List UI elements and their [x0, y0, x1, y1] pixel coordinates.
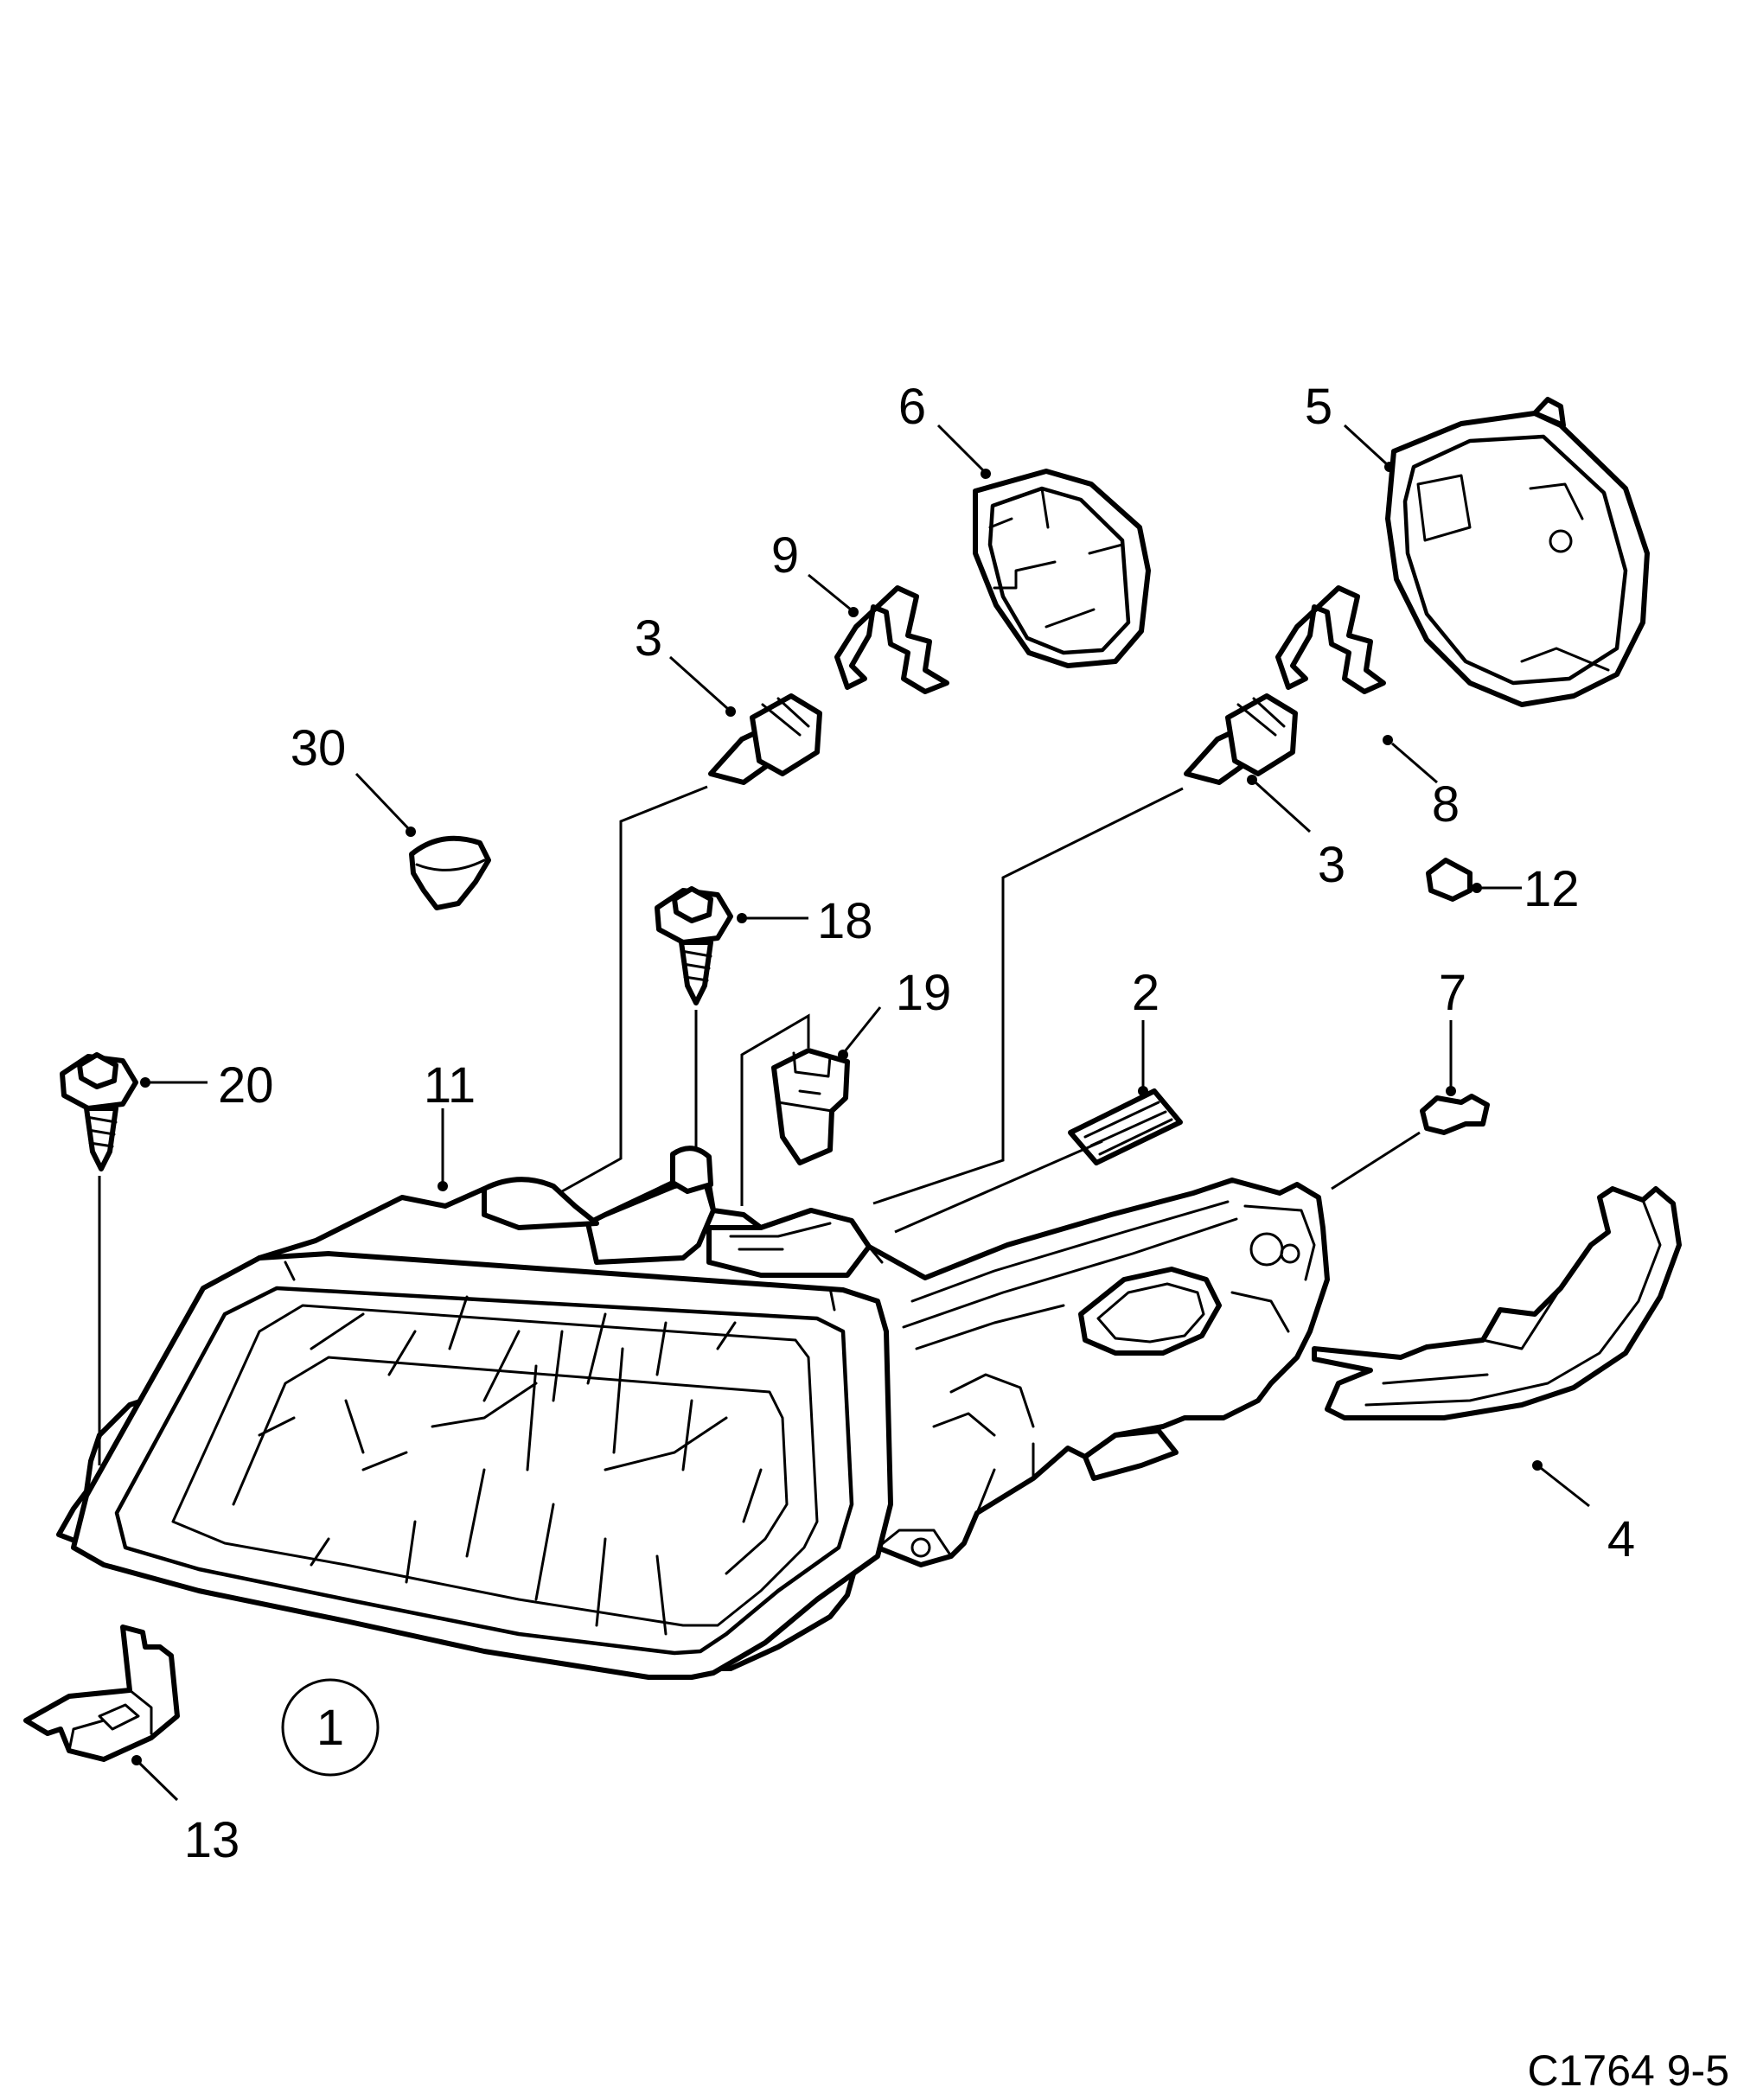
part-18-screw [655, 886, 733, 1005]
callout-30: 30 [291, 720, 347, 776]
callout-12: 12 [1524, 861, 1580, 917]
callout-labels: 6 5 9 3 30 8 3 12 18 19 2 7 20 11 4 1 13 [184, 379, 1635, 1868]
part-5-bulb-cover [1385, 397, 1650, 707]
callout-20: 20 [218, 1057, 274, 1114]
part-3-bulb-left [708, 693, 822, 785]
callout-9: 9 [771, 527, 799, 584]
leader-lines [98, 424, 1590, 1802]
callout-11: 11 [424, 1057, 476, 1114]
part-13-bracket [23, 1624, 180, 1762]
callout-5: 5 [1305, 379, 1332, 435]
callout-13: 13 [184, 1812, 240, 1868]
part-12-clip [1426, 858, 1472, 902]
part-2-contact-strip [1068, 1088, 1183, 1165]
callout-3-left: 3 [635, 610, 662, 667]
part-3-bulb-right [1184, 693, 1298, 785]
part-1-headlamp-assembly [56, 1146, 1330, 1680]
callout-1-circle [281, 1678, 380, 1777]
callout-4: 4 [1607, 1511, 1635, 1567]
part-7-side-bulb [1420, 1094, 1490, 1135]
part-20-screw [60, 1052, 138, 1171]
part-19-bulb-holder [771, 1048, 850, 1165]
part-8-spring-clip [1275, 585, 1386, 694]
callout-1: 1 [316, 1700, 344, 1756]
callout-8: 8 [1432, 776, 1460, 833]
callout-6: 6 [898, 379, 926, 435]
callout-3-right: 3 [1318, 837, 1345, 893]
callout-19: 19 [896, 965, 952, 1021]
callout-7: 7 [1439, 965, 1466, 1021]
part-4-indicator-lamp [1312, 1186, 1682, 1420]
part-30-grommet [409, 835, 491, 910]
part-9-spring-clip [834, 585, 949, 694]
diagram-reference-code: C1764 9-5 [1528, 2046, 1730, 2095]
callout-18: 18 [817, 893, 873, 949]
part-6-bulb-cover [973, 469, 1151, 668]
callout-2: 2 [1132, 965, 1159, 1021]
